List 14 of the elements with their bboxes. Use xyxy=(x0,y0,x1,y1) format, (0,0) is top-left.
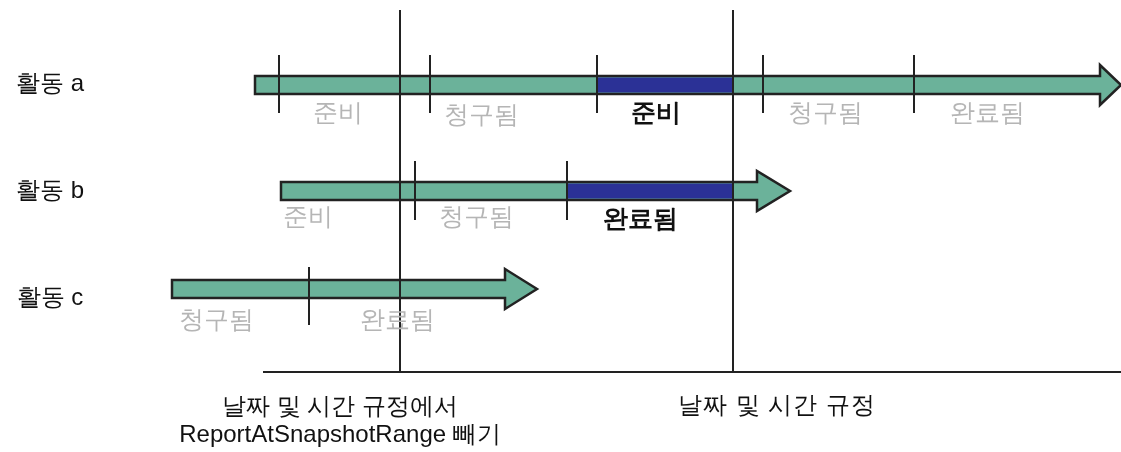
state-label: 준비 xyxy=(313,97,363,127)
axis-label: 날짜 및 시간 규정 xyxy=(678,391,876,419)
state-label: 청구됨 xyxy=(178,304,254,334)
state-label: 청구됨 xyxy=(438,201,514,231)
state-label: 준비 xyxy=(631,97,681,127)
state-label: 청구됨 xyxy=(443,99,519,129)
state-label: 완료됨 xyxy=(949,97,1025,127)
row-label: 활동 c xyxy=(16,283,84,311)
row-label: 활동 a xyxy=(16,69,84,97)
row-label: 활동 b xyxy=(16,176,84,204)
state-label: 준비 xyxy=(283,201,333,231)
state-label: 완료됨 xyxy=(602,203,678,233)
state-label: 청구됨 xyxy=(787,97,863,127)
axis-label: 날짜 및 시간 규정에서 ReportAtSnapshotRange 빼기 xyxy=(178,392,502,448)
